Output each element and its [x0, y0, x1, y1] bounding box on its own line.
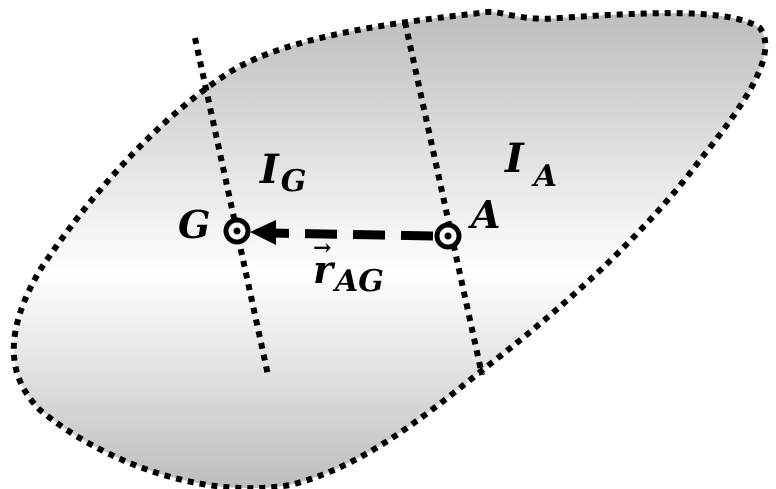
point-g-dot	[233, 227, 241, 235]
inertia-a-symbol: I	[504, 135, 525, 182]
point-a-dot	[444, 232, 452, 240]
inertia-g-symbol: I	[259, 146, 280, 193]
body-outline	[10, 8, 769, 489]
vector-r-ag-label: rAG	[313, 247, 384, 299]
vector-r-ag-line	[269, 228, 434, 241]
inertia-g-label: IG	[259, 146, 306, 199]
point-a-label: A	[468, 192, 500, 237]
vector-arrow-symbol: →	[313, 235, 331, 261]
axis-line-a	[402, 21, 485, 376]
point-g-label: G	[178, 202, 210, 247]
vector-symbol: r	[313, 247, 336, 292]
inertia-a-subscript: A	[531, 159, 557, 194]
inertia-g-subscript: G	[281, 164, 307, 199]
vector-subscript: AG	[332, 264, 384, 299]
axis-line-g	[192, 37, 271, 376]
vector-arrowhead	[250, 220, 276, 245]
